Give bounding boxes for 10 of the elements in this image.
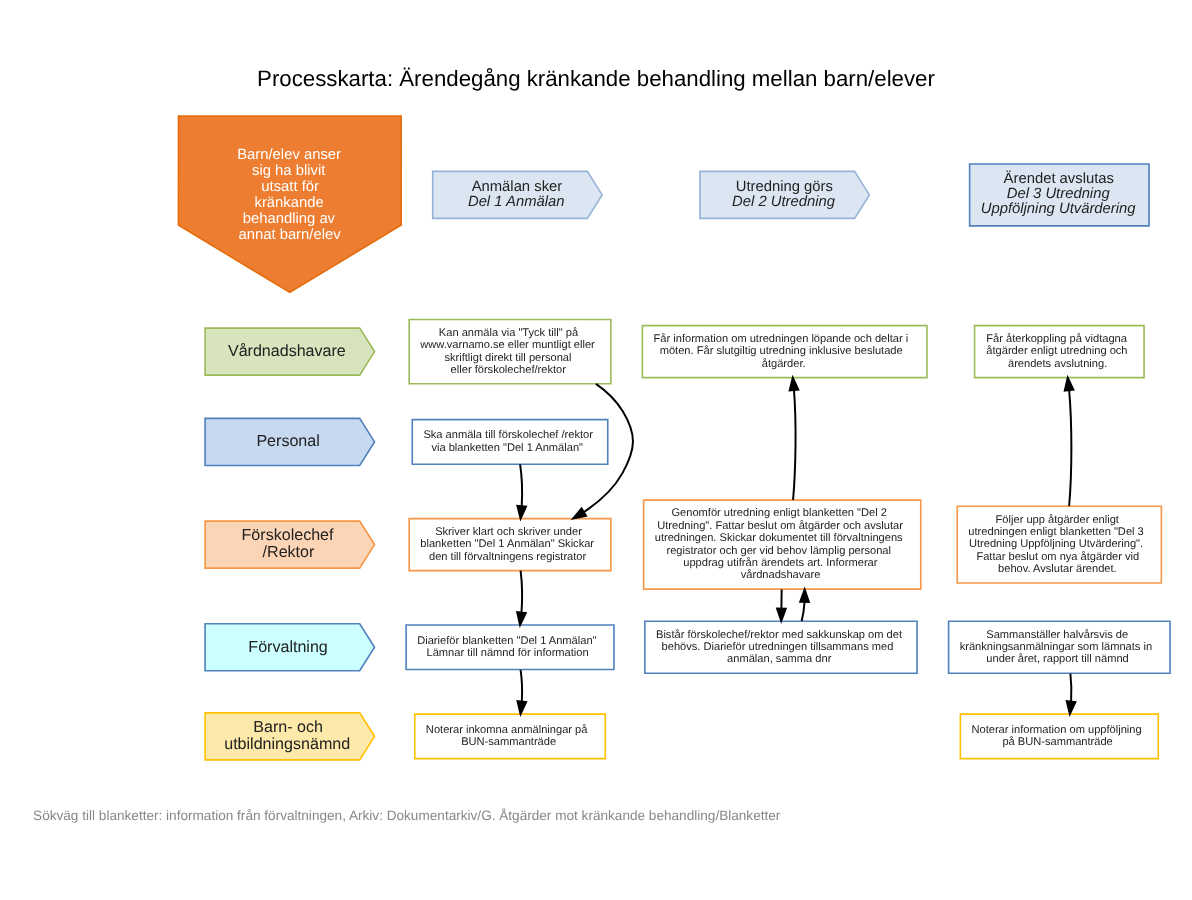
arrow	[775, 587, 788, 623]
arrow	[570, 381, 634, 520]
arrow	[516, 667, 528, 716]
arrow	[1065, 671, 1077, 716]
arrow	[516, 462, 528, 521]
arrow	[1063, 373, 1075, 506]
arrow	[788, 373, 800, 500]
arrow	[515, 568, 528, 627]
diagram-title: Processkarta: Ärendegång kränkande behandling mellan barn/elever	[257, 66, 935, 91]
arrow	[798, 585, 811, 621]
